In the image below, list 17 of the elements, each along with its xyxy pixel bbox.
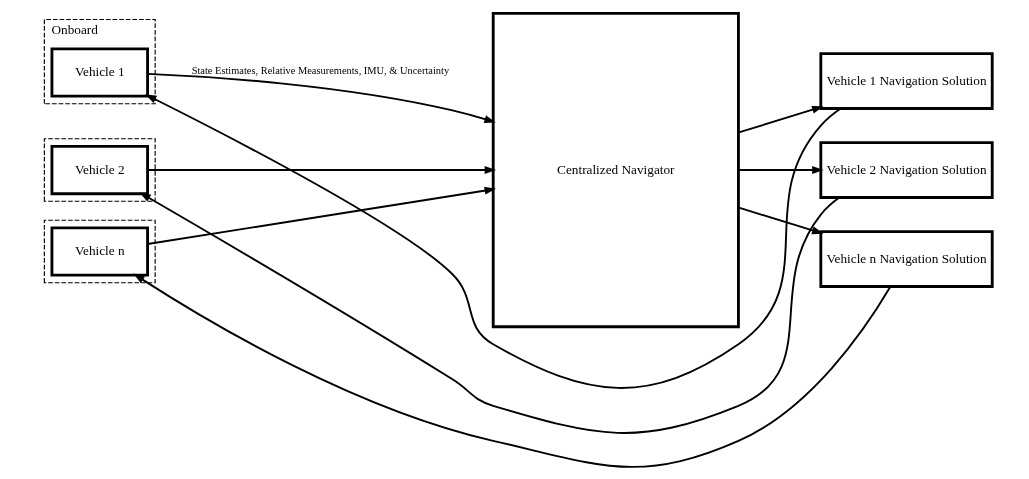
arrow (146, 166, 497, 175)
arrow (133, 273, 892, 468)
arrow (737, 166, 824, 175)
arrow (145, 94, 842, 389)
arrow (146, 72, 496, 123)
node-box: Vehicle 2 Navigation Solution (819, 141, 994, 199)
arrow (737, 206, 824, 235)
edge-label: State Estimates, Relative Measurements, IMU, & Uncertainty (191, 65, 450, 77)
node-box: Vehicle 1 Navigation Solution (819, 52, 994, 110)
arrow (139, 192, 841, 434)
node-box: Centralized Navigator (491, 11, 740, 329)
node-box: Vehicle n Navigation Solution (819, 230, 994, 288)
node-box: Vehicle n (50, 226, 149, 277)
arrow (146, 186, 496, 245)
arrow (737, 105, 824, 134)
node-box: Vehicle 1 (50, 47, 149, 98)
node-box: Vehicle 2 (50, 144, 149, 196)
